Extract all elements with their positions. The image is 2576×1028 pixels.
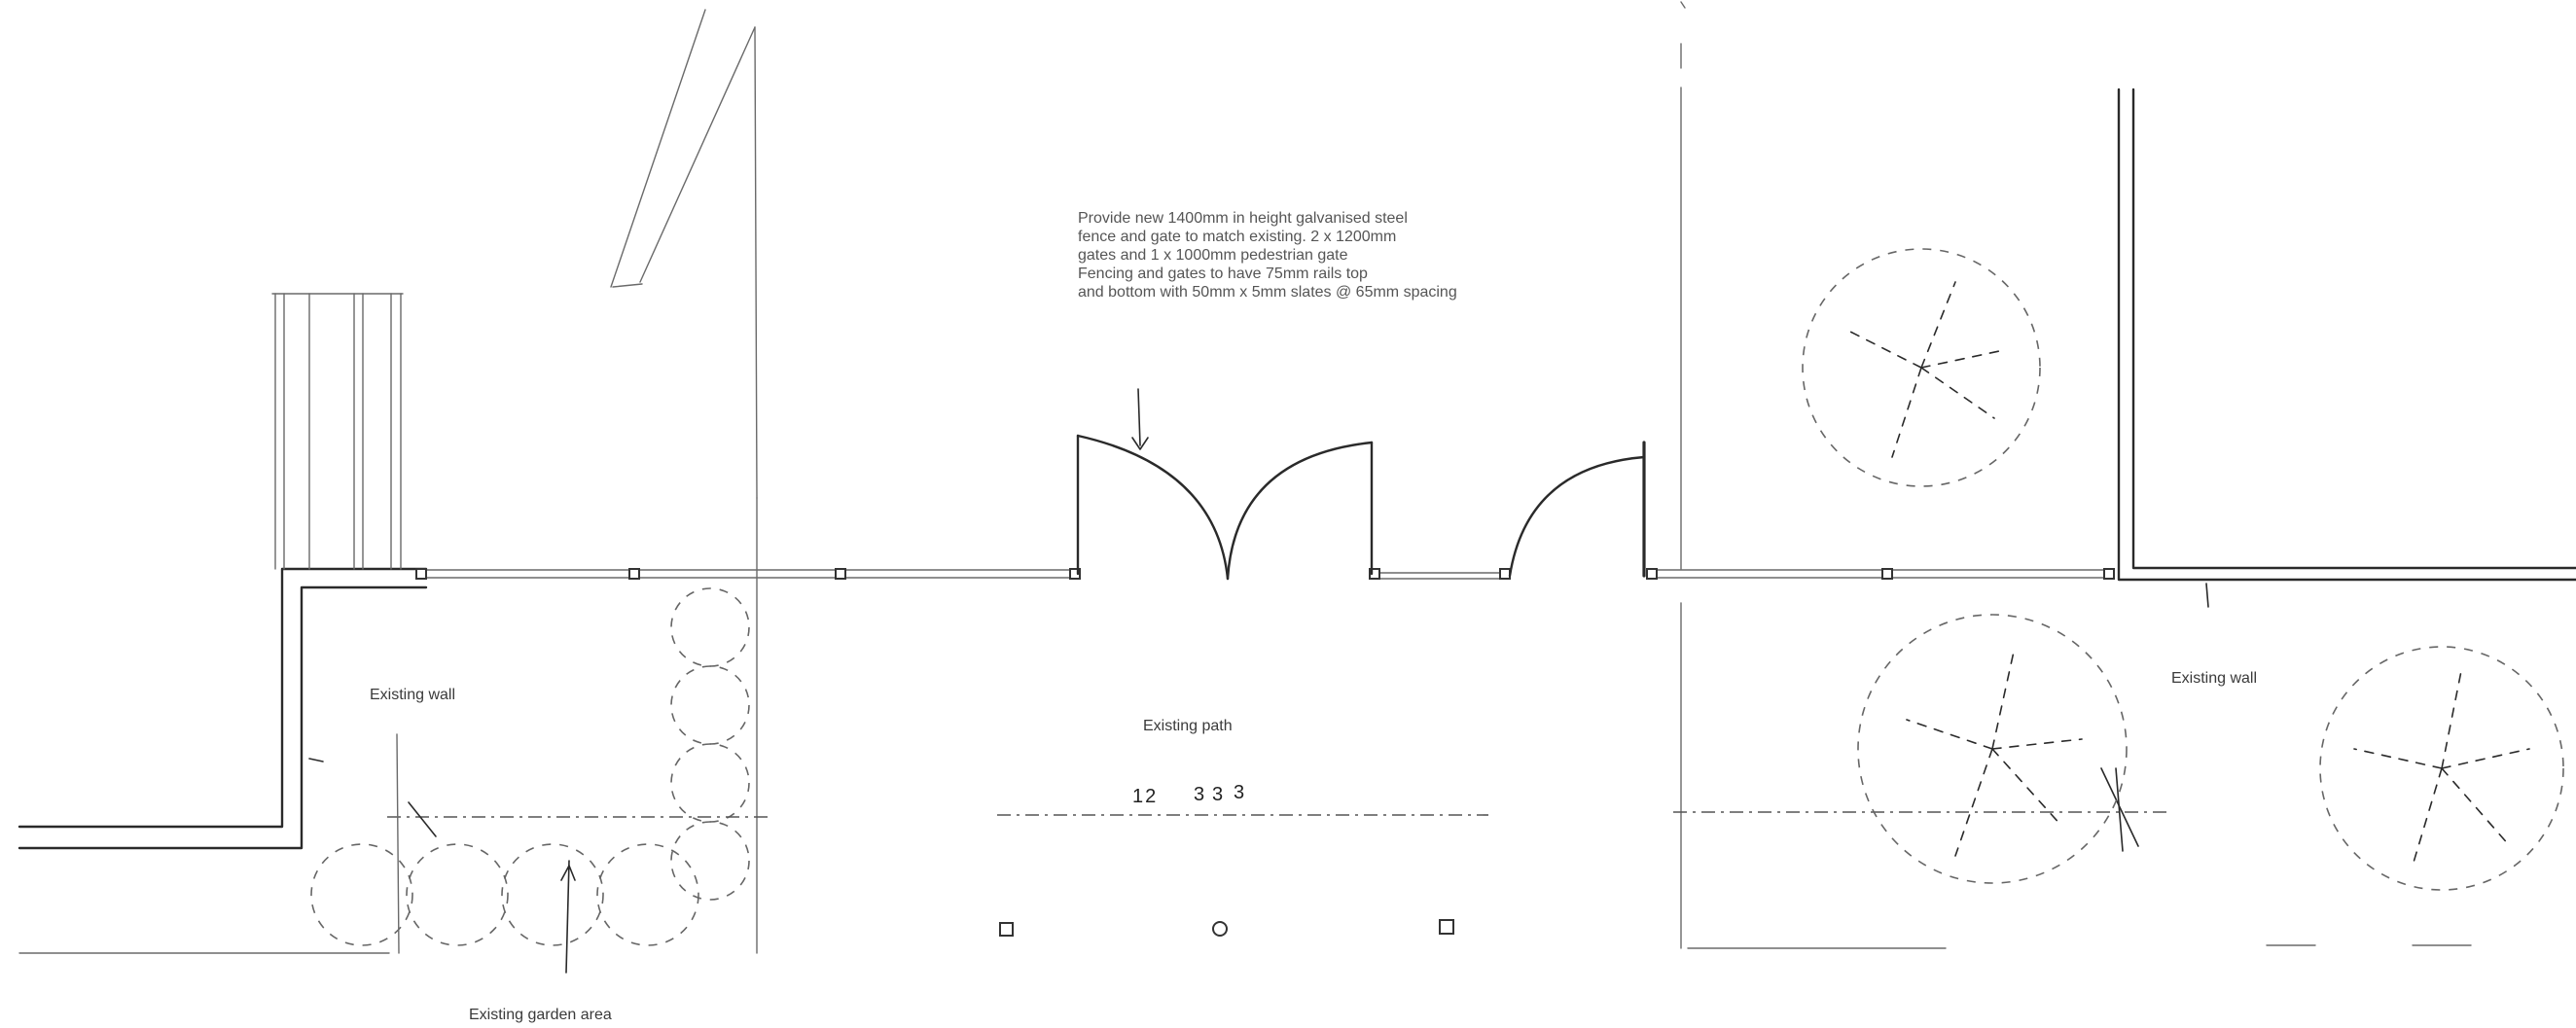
label-existing-path: Existing path <box>1143 718 1233 734</box>
label-existing-wall-right: Existing wall <box>2171 670 2258 687</box>
dimension-mark: 3 <box>1234 782 1247 803</box>
fence-posts <box>415 568 2115 580</box>
reference-lines <box>18 733 2472 974</box>
existing-trees <box>1802 248 2564 891</box>
dimension-mark: 3 <box>1212 784 1226 805</box>
new-fence-line <box>417 569 2112 580</box>
existing-wall-right <box>2117 88 2576 608</box>
label-existing-wall-left: Existing wall <box>370 687 456 703</box>
building-outline <box>610 1 1686 954</box>
existing-shrubs <box>310 587 750 946</box>
dimension-mark: 12 <box>1132 786 1159 807</box>
existing-steps <box>271 293 404 570</box>
label-existing-garden-area: Existing garden area <box>469 1007 612 1023</box>
existing-wall-left <box>18 567 428 850</box>
path-markers <box>999 919 1454 937</box>
dimension-mark: 3 <box>1194 784 1207 805</box>
fence-specification-note: Provide new 1400mm in height galvanised … <box>1078 210 1457 301</box>
double-gate <box>1076 388 1374 581</box>
pedestrian-gate <box>1508 441 1646 578</box>
